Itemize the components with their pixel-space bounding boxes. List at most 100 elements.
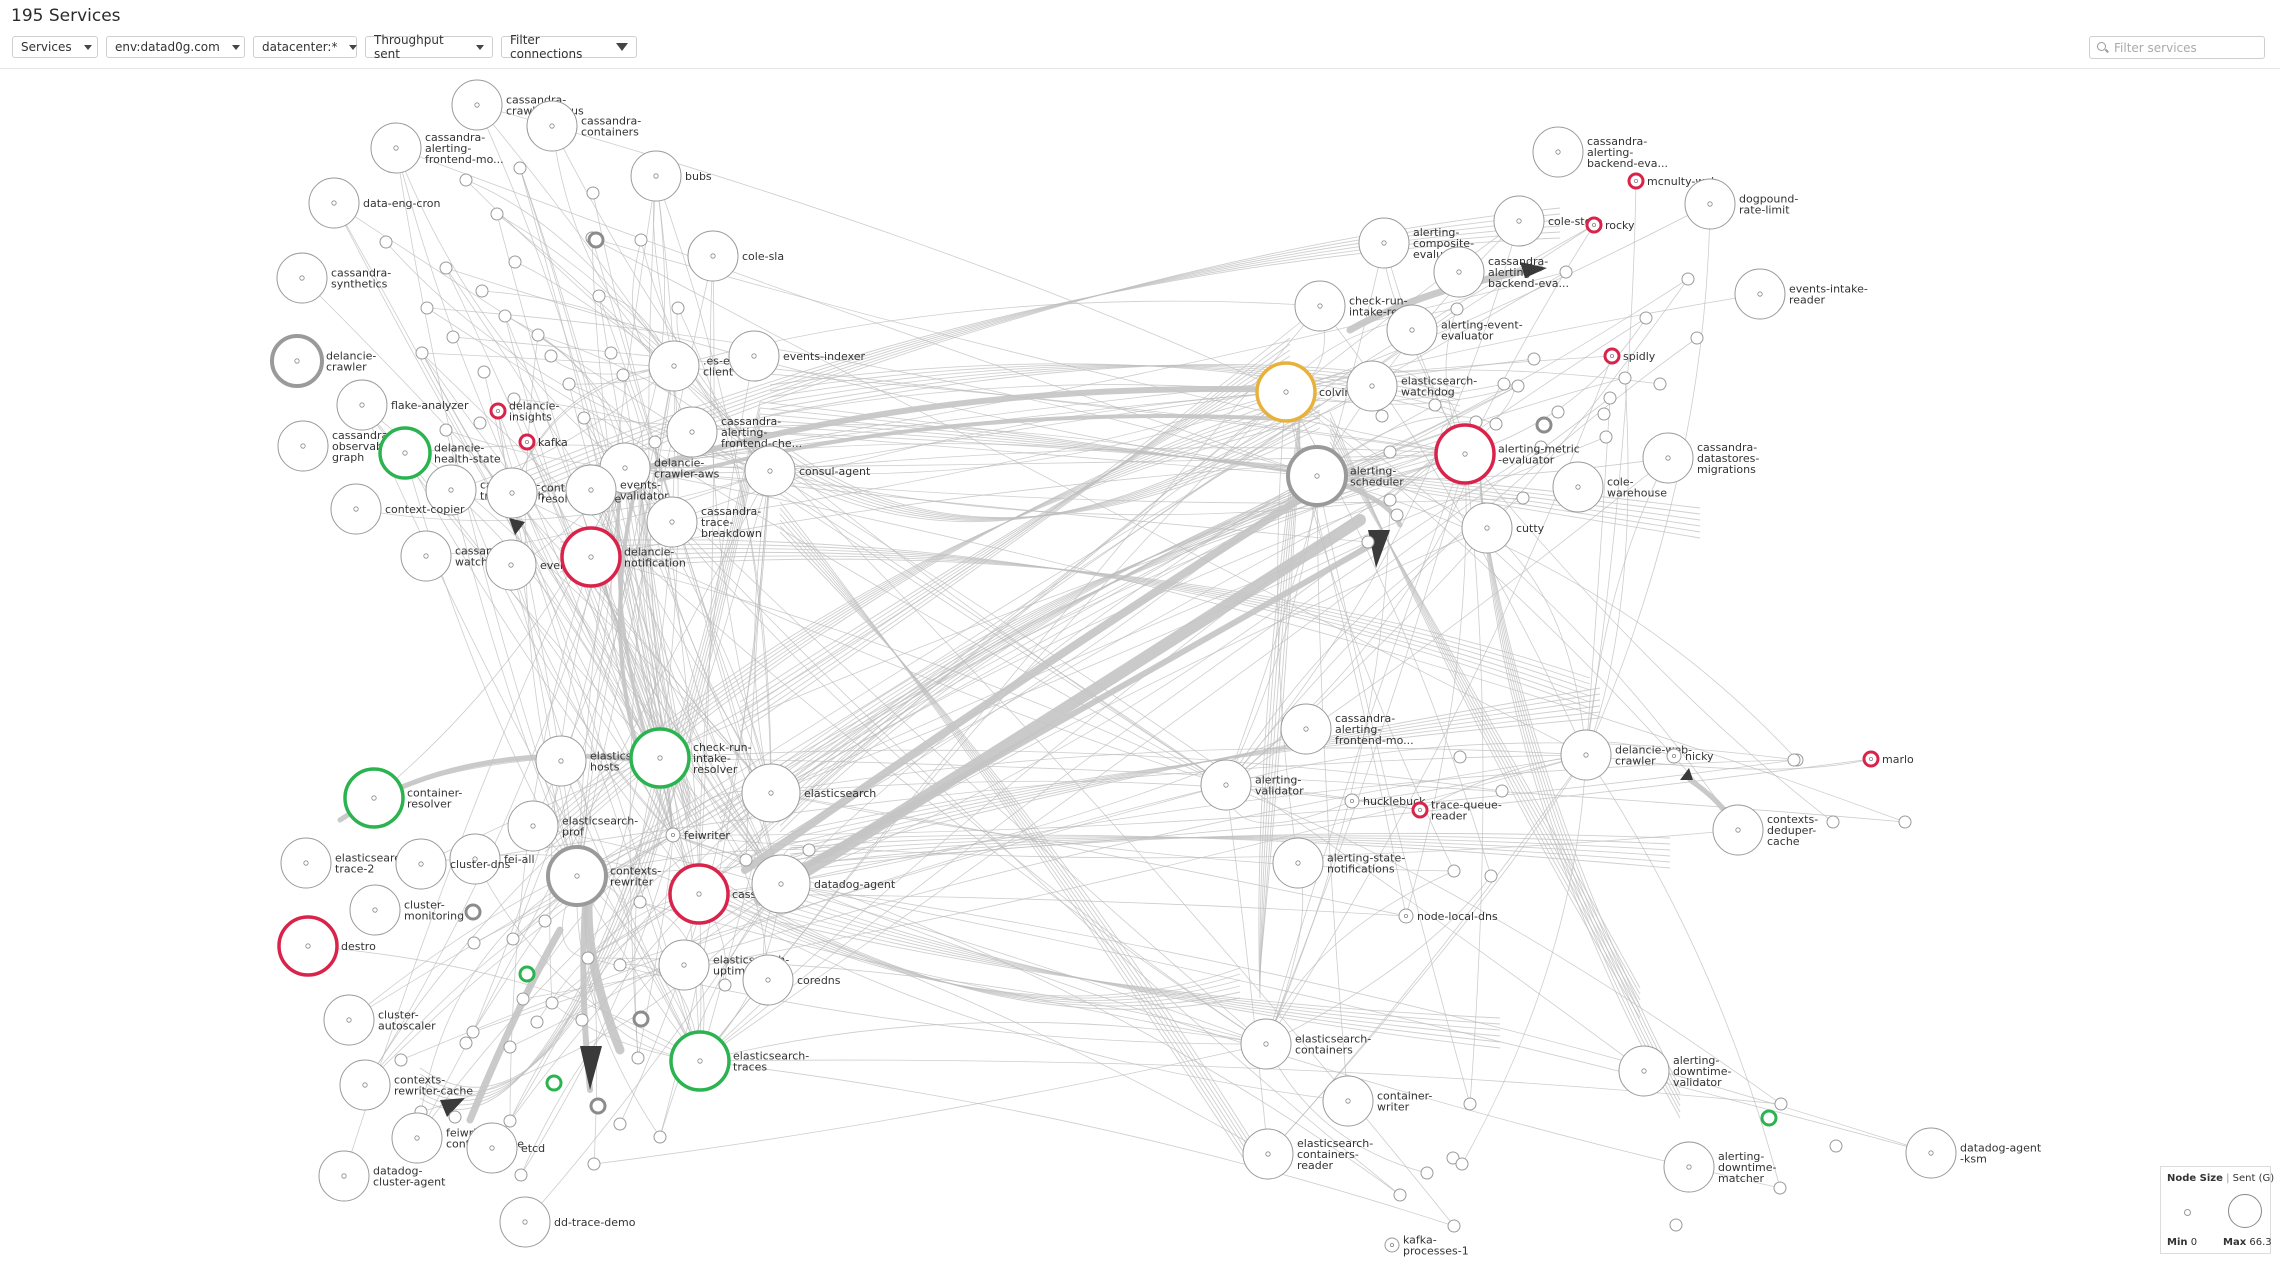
- service-node-circle[interactable]: [1272, 837, 1324, 889]
- minor-node[interactable]: [1639, 311, 1653, 325]
- service-node-circle[interactable]: [1384, 1237, 1400, 1253]
- service-node-circle[interactable]: [728, 330, 780, 382]
- minor-node[interactable]: [631, 1051, 645, 1065]
- minor-node[interactable]: [545, 996, 559, 1010]
- minor-node[interactable]: [1453, 750, 1467, 764]
- minor-node[interactable]: [467, 936, 481, 950]
- minor-node[interactable]: [1428, 398, 1442, 412]
- service-node-circle[interactable]: [565, 464, 617, 516]
- service-node-coredns[interactable]: coredns: [742, 954, 841, 1006]
- minor-node[interactable]: [1559, 265, 1573, 279]
- service-node-kafka-processes-1[interactable]: kafka-processes-1: [1384, 1234, 1469, 1258]
- minor-node[interactable]: [586, 186, 600, 200]
- minor-node[interactable]: [718, 978, 732, 992]
- service-node-circle[interactable]: [1461, 502, 1513, 554]
- service-node-circle[interactable]: [400, 530, 452, 582]
- service-node-bubs[interactable]: bubs: [630, 150, 712, 202]
- minor-node[interactable]: [503, 1040, 517, 1054]
- minor-node[interactable]: [648, 435, 662, 449]
- minor-node[interactable]: [613, 958, 627, 972]
- service-node-events-intake-reader[interactable]: events-intake-reader: [1734, 268, 1868, 320]
- minor-node[interactable]: [464, 903, 482, 921]
- minor-node[interactable]: [739, 853, 753, 867]
- service-node-circle[interactable]: [449, 833, 501, 885]
- service-node-circle[interactable]: [485, 539, 537, 591]
- service-node-circle[interactable]: [489, 402, 507, 420]
- minor-node[interactable]: [508, 255, 522, 269]
- minor-node[interactable]: [1463, 1097, 1477, 1111]
- service-node-circle[interactable]: [308, 177, 360, 229]
- minor-node[interactable]: [1653, 377, 1667, 391]
- minor-node[interactable]: [1898, 815, 1912, 829]
- service-node-circle[interactable]: [486, 467, 538, 519]
- service-node-circle[interactable]: [1200, 759, 1252, 811]
- minor-node[interactable]: [587, 231, 605, 249]
- service-node-events-indexer[interactable]: events-indexer: [728, 330, 866, 382]
- service-node-circle[interactable]: [1603, 347, 1621, 365]
- minor-node[interactable]: [1534, 440, 1548, 454]
- minor-node[interactable]: [513, 161, 527, 175]
- minor-node[interactable]: [1495, 784, 1509, 798]
- service-node-circle[interactable]: [1280, 703, 1332, 755]
- minor-node[interactable]: [562, 377, 576, 391]
- service-node-contexts-rewriter[interactable]: contexts-rewriter: [546, 845, 661, 907]
- minor-node[interactable]: [1681, 272, 1695, 286]
- minor-node[interactable]: [1447, 864, 1461, 878]
- service-node-fei-all[interactable]: fei-all: [449, 833, 535, 885]
- minor-node[interactable]: [1447, 1219, 1461, 1233]
- service-node-circle[interactable]: [1627, 172, 1645, 190]
- service-node-circle[interactable]: [378, 426, 432, 480]
- service-node-circle[interactable]: [451, 79, 503, 131]
- minor-node[interactable]: [589, 1097, 607, 1115]
- service-node-node-local-dns[interactable]: node-local-dns: [1398, 908, 1498, 924]
- service-node-circle[interactable]: [1684, 178, 1736, 230]
- minor-node[interactable]: [592, 289, 606, 303]
- minor-node[interactable]: [531, 328, 545, 342]
- minor-node[interactable]: [1455, 1157, 1469, 1171]
- service-node-circle[interactable]: [339, 1059, 391, 1111]
- service-node-cole-sla[interactable]: cole-sla: [687, 230, 784, 282]
- minor-node[interactable]: [530, 1015, 544, 1029]
- service-node-context-copier[interactable]: context-copier: [330, 483, 465, 535]
- service-node-circle[interactable]: [270, 334, 324, 388]
- minor-node[interactable]: [1826, 815, 1840, 829]
- minor-node[interactable]: [490, 207, 504, 221]
- minor-node[interactable]: [575, 1013, 589, 1027]
- service-node-elasticsearch-containers-reader[interactable]: elasticsearch-containers-reader: [1242, 1128, 1373, 1180]
- service-node-circle[interactable]: [742, 954, 794, 1006]
- service-node-datadog-cluster-agent[interactable]: datadog-cluster-agent: [318, 1150, 446, 1202]
- minor-node[interactable]: [1375, 409, 1389, 423]
- env-dropdown[interactable]: env:datad0g.com: [106, 36, 245, 58]
- service-node-circle[interactable]: [1642, 432, 1694, 484]
- service-node-data-eng-cron[interactable]: data-eng-cron: [308, 177, 440, 229]
- minor-node[interactable]: [1829, 1139, 1843, 1153]
- service-node-etcd[interactable]: etcd: [466, 1122, 545, 1174]
- service-node-circle[interactable]: [276, 252, 328, 304]
- minor-node[interactable]: [1774, 1097, 1788, 1111]
- service-node-dogpound-rate-limit[interactable]: dogpound-rate-limit: [1684, 178, 1798, 230]
- service-node-marlo[interactable]: marlo: [1862, 750, 1914, 768]
- minor-node[interactable]: [633, 895, 647, 909]
- service-node-circle[interactable]: [323, 994, 375, 1046]
- minor-node[interactable]: [1511, 379, 1525, 393]
- service-node-flake-analyzer[interactable]: flake-analyzer: [336, 379, 469, 431]
- minor-node[interactable]: [634, 233, 648, 247]
- minor-node[interactable]: [1383, 493, 1397, 507]
- minor-node[interactable]: [1390, 508, 1404, 522]
- service-node-alerting-metric-evaluator[interactable]: alerting-metric-evaluator: [1434, 423, 1580, 485]
- minor-node[interactable]: [516, 992, 530, 1006]
- service-node-hucklebuck[interactable]: hucklebuck: [1344, 793, 1426, 809]
- minor-node[interactable]: [1446, 1151, 1460, 1165]
- minor-node[interactable]: [545, 1074, 563, 1092]
- minor-node[interactable]: [616, 368, 630, 382]
- minor-node[interactable]: [581, 951, 595, 965]
- service-node-colvin[interactable]: colvin: [1255, 361, 1351, 423]
- service-node-circle[interactable]: [687, 230, 739, 282]
- minor-node[interactable]: [1489, 417, 1503, 431]
- service-node-circle[interactable]: [343, 767, 405, 829]
- service-node-elasticsearch[interactable]: elasticsearch: [741, 763, 876, 823]
- service-node-circle[interactable]: [646, 496, 698, 548]
- minor-node[interactable]: [1773, 1181, 1787, 1195]
- service-node-datadog-agent-ksm[interactable]: datadog-agent-ksm: [1905, 1127, 2042, 1179]
- service-node-circle[interactable]: [1344, 793, 1360, 809]
